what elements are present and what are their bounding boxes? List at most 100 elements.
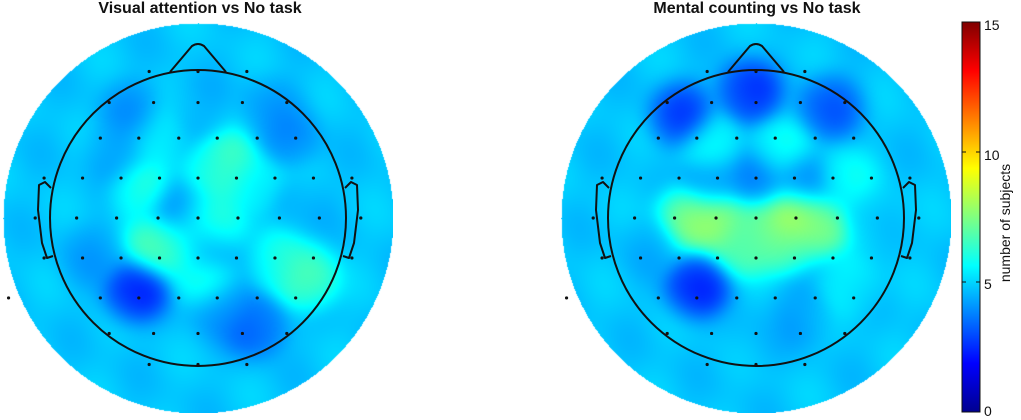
left-electrode-37 xyxy=(234,256,239,260)
right-electrode-8 xyxy=(656,136,660,140)
colorbar-tick-label-5: 5 xyxy=(984,276,992,292)
right-electrode-49 xyxy=(710,331,714,336)
right-electrode-26 xyxy=(714,216,718,220)
left-electrode-50 xyxy=(196,331,200,336)
right-electrode-17 xyxy=(715,176,720,180)
colorbar-tick-label-0: 0 xyxy=(984,403,992,419)
left-electrode-11 xyxy=(215,136,219,140)
left-electrode-40 xyxy=(350,256,354,260)
left-electrode-27 xyxy=(196,216,200,220)
right-electrode-25 xyxy=(673,216,677,220)
right-electrode-5 xyxy=(754,100,758,105)
right-electrode-14 xyxy=(600,176,604,180)
left-electrode-12 xyxy=(255,136,259,140)
right-electrode-7 xyxy=(843,100,847,105)
right-electrode-10 xyxy=(735,136,739,140)
right-electrode-51 xyxy=(798,331,803,336)
right-electrode-52 xyxy=(843,331,847,336)
left-electrode-6 xyxy=(240,100,244,105)
right-electrode-55 xyxy=(803,362,807,367)
left-electrode-24 xyxy=(75,216,79,220)
right-electrode-47 xyxy=(852,296,856,300)
left-electrode-17 xyxy=(157,176,162,180)
left-electrode-44 xyxy=(177,296,181,300)
right-electrode-15 xyxy=(638,176,643,180)
right-electrode-9 xyxy=(695,136,699,140)
right-electrode-30 xyxy=(875,216,879,220)
left-electrode-30 xyxy=(317,216,321,220)
left-electrode-43 xyxy=(137,296,141,300)
left-electrode-1 xyxy=(196,69,200,74)
left-electrode-18 xyxy=(196,176,200,180)
right-electrode-29 xyxy=(835,216,840,220)
left-electrode-49 xyxy=(152,331,156,336)
right-electrode-54 xyxy=(754,362,758,367)
left-electrode-5 xyxy=(196,100,200,105)
left-electrode-21 xyxy=(311,176,316,180)
colorbar-tick-label-10: 10 xyxy=(984,147,1000,163)
left-electrode-22 xyxy=(350,176,354,180)
right-electrode-35 xyxy=(715,256,720,260)
left-electrode-32 xyxy=(42,256,46,260)
left-electrode-7 xyxy=(285,100,289,105)
right-left-ear xyxy=(595,181,612,259)
right-electrode-1 xyxy=(754,69,758,74)
left-electrode-34 xyxy=(119,256,123,260)
right-electrode-28 xyxy=(794,216,798,220)
right-electrode-13 xyxy=(852,136,856,140)
right-nose xyxy=(727,43,785,73)
left-electrode-14 xyxy=(42,176,46,180)
right-electrode-41 xyxy=(564,296,569,300)
left-electrode-35 xyxy=(157,256,162,260)
colorbar-label: number of subjects xyxy=(997,163,1013,283)
right-electrode-12 xyxy=(813,136,817,140)
left-electrode-42 xyxy=(98,296,102,300)
left-electrode-53 xyxy=(147,362,151,367)
right-electrode-42 xyxy=(656,296,660,300)
left-electrode-45 xyxy=(215,296,219,300)
left-electrode-39 xyxy=(311,256,316,260)
right-electrode-39 xyxy=(869,256,874,260)
right-electrode-32 xyxy=(600,256,604,260)
colorbar xyxy=(961,21,981,413)
right-electrode-16 xyxy=(677,176,681,180)
right-electrode-50 xyxy=(754,331,758,336)
left-plot-title: Visual attention vs No task xyxy=(98,0,302,17)
left-electrode-33 xyxy=(80,256,85,260)
left-electrode-48 xyxy=(107,331,111,336)
left-electrode-55 xyxy=(245,362,249,367)
right-electrode-37 xyxy=(792,256,797,260)
left-electrode-16 xyxy=(119,176,123,180)
left-electrode-51 xyxy=(240,331,244,336)
right-electrode-31 xyxy=(917,216,921,220)
right-electrode-44 xyxy=(735,296,739,300)
right-right-ear xyxy=(900,181,917,259)
left-electrode-28 xyxy=(236,216,240,220)
left-electrode-31 xyxy=(359,216,363,220)
right-electrode-43 xyxy=(695,296,699,300)
left-electrode-38 xyxy=(273,256,277,260)
right-electrode-24 xyxy=(633,216,637,220)
right-electrode-4 xyxy=(710,100,714,105)
left-electrode-9 xyxy=(137,136,141,140)
right-electrode-11 xyxy=(773,136,777,140)
left-electrode-3 xyxy=(107,100,111,105)
right-electrode-48 xyxy=(665,331,669,336)
right-electrode-18 xyxy=(754,176,758,180)
left-right-ear xyxy=(342,181,359,259)
right-electrode-53 xyxy=(705,362,709,367)
left-electrode-47 xyxy=(294,296,298,300)
right-electrode-33 xyxy=(638,256,643,260)
left-electrode-36 xyxy=(196,256,200,260)
right-electrode-34 xyxy=(677,256,681,260)
left-electrode-52 xyxy=(285,331,289,336)
right-electrode-20 xyxy=(831,176,835,180)
left-topoplot xyxy=(3,23,393,413)
right-electrode-19 xyxy=(792,176,797,180)
left-electrode-2 xyxy=(245,69,249,74)
right-electrode-38 xyxy=(831,256,835,260)
right-electrode-46 xyxy=(813,296,817,300)
left-electrode-15 xyxy=(80,176,85,180)
left-electrode-54 xyxy=(196,362,200,367)
